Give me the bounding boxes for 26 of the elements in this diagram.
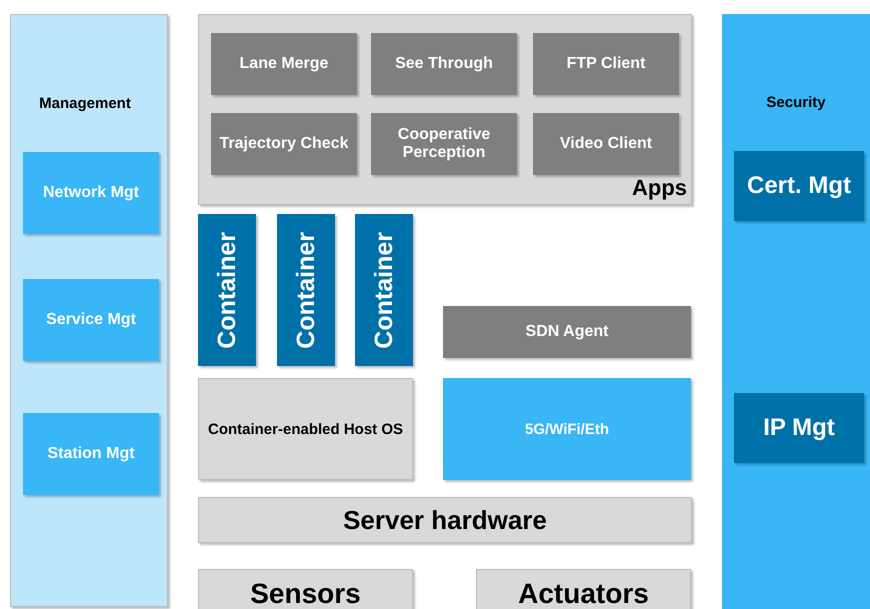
panel bbox=[198, 14, 692, 205]
panel-title: Security bbox=[765, 94, 827, 111]
module-box: Station Mgt bbox=[23, 413, 159, 495]
module-box: Service Mgt bbox=[23, 279, 159, 361]
app-box: Lane Merge bbox=[211, 33, 357, 95]
app-box: Trajectory Check bbox=[211, 113, 357, 175]
app-box: Video Client bbox=[533, 113, 679, 175]
layer-box: SDN Agent bbox=[443, 306, 691, 358]
panel bbox=[10, 14, 168, 607]
module-box: Cert. Mgt bbox=[734, 151, 864, 221]
panel-title: Management bbox=[38, 95, 132, 112]
container-box: Container bbox=[198, 214, 256, 366]
module-box: Network Mgt bbox=[23, 152, 159, 234]
container-box: Container bbox=[355, 214, 413, 366]
layer-box: Container-enabled Host OS bbox=[198, 378, 413, 480]
device-box: Actuators bbox=[476, 569, 691, 609]
app-box: Cooperative Perception bbox=[371, 113, 517, 175]
device-box: Sensors bbox=[198, 569, 413, 609]
app-box: FTP Client bbox=[533, 33, 679, 95]
app-box: See Through bbox=[371, 33, 517, 95]
panel bbox=[722, 14, 870, 609]
layer-box: 5G/WiFi/Eth bbox=[443, 378, 691, 480]
module-box: IP Mgt bbox=[734, 393, 864, 463]
panel-title: Apps bbox=[632, 175, 687, 201]
container-box: Container bbox=[277, 214, 335, 366]
layer-box: Server hardware bbox=[198, 497, 692, 543]
